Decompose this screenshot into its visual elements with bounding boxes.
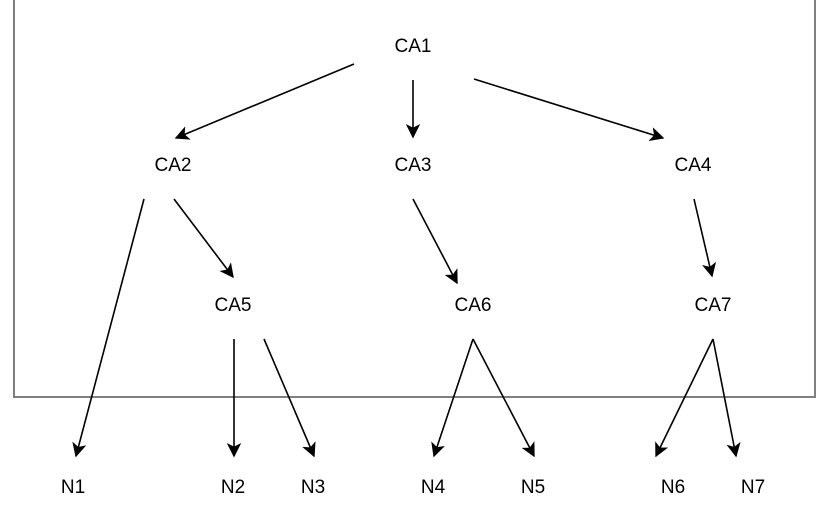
arrow-ca6-to-n5: [472, 338, 535, 458]
node-n1: N1: [61, 477, 85, 498]
node-ca2: CA2: [155, 155, 192, 176]
node-ca5: CA5: [215, 295, 252, 316]
node-ca1: CA1: [395, 36, 432, 57]
node-ca4: CA4: [675, 155, 712, 176]
node-n2: N2: [221, 477, 245, 498]
node-n6: N6: [661, 477, 685, 498]
arrow-ca2-to-n1: [72, 198, 145, 458]
node-n3: N3: [301, 477, 325, 498]
arrow-ca2-to-ca5: [173, 198, 234, 279]
node-ca7: CA7: [695, 295, 732, 316]
node-n4: N4: [421, 477, 446, 498]
labels-group: CA1 CA2 CA3 CA4 CA5 CA6 CA7 N1 N2 N3 N4 …: [61, 36, 765, 498]
node-ca3: CA3: [395, 155, 432, 176]
arrow-ca1-to-ca2: [174, 63, 355, 140]
arrow-ca6-to-n4: [431, 338, 474, 458]
arrow-ca1-to-ca4: [473, 78, 665, 142]
edges-group: [72, 63, 741, 458]
arrow-ca7-to-n7: [712, 338, 741, 458]
arrow-ca5-to-n3: [263, 338, 316, 458]
node-ca6: CA6: [455, 295, 492, 316]
node-n5: N5: [521, 477, 545, 498]
arrow-ca7-to-n6: [655, 338, 714, 458]
enclosing-frame: [13, 0, 816, 398]
node-n7: N7: [741, 477, 765, 498]
arrow-ca4-to-ca7: [693, 198, 717, 278]
arrow-ca3-to-ca6: [412, 198, 458, 285]
